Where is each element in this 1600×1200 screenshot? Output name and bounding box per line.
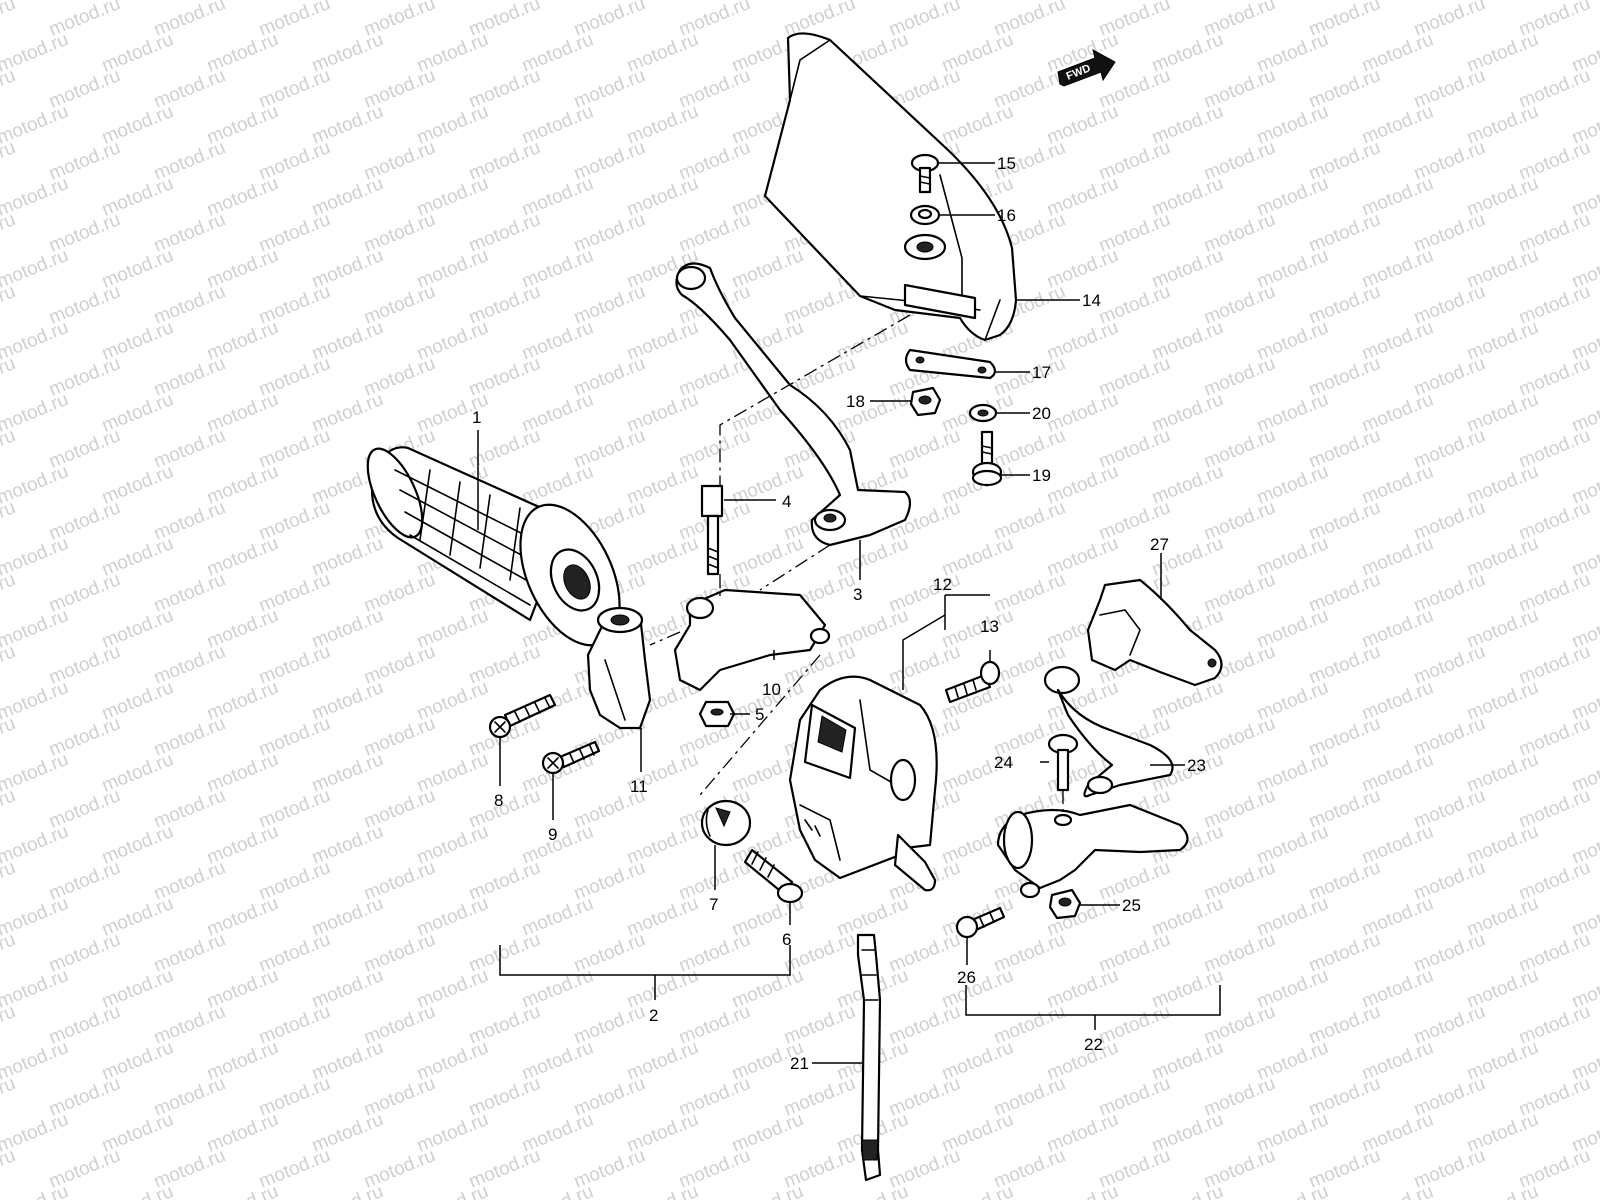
lever-perch [586,606,652,730]
watermark-text: motod.ru [0,785,18,833]
watermark-text: motod.ru [204,1181,281,1200]
callout-14: 14 [1082,291,1101,310]
watermark-text: motod.ru [0,1001,18,1049]
callout-23: 23 [1187,756,1206,775]
callout-17: 17 [1032,363,1051,382]
nut-18 [909,386,942,417]
callouts: 1 2 3 4 5 6 7 8 9 10 11 12 13 14 15 16 1… [472,154,1206,1073]
adjuster-screw-6 [743,848,804,904]
callout-10: 10 [762,680,781,699]
watermark-text: motod.ru [0,497,18,545]
lever-cover-27 [1086,578,1223,687]
callout-9: 9 [548,825,557,844]
callout-11: 11 [630,777,648,796]
watermark-text: motod.ru [1464,1181,1541,1200]
watermark-text: motod.ru [1569,1181,1600,1200]
leader-lines [477,162,1221,1064]
watermark-text: motod.ru [0,929,18,977]
brake-lever-23 [1043,665,1174,798]
watermark-text: motod.ru [0,1145,18,1193]
watermark-text: motod.ru [0,425,18,473]
pivot-bolt-24 [1047,733,1079,792]
watermark-text: motod.ru [0,353,18,401]
callout-8: 8 [494,791,503,810]
watermark-text: motod.ru [0,65,18,113]
callout-12: 12 [933,575,952,594]
callout-26: 26 [957,968,976,987]
watermark-text: motod.ru [0,1181,71,1200]
brake-perch [996,803,1189,899]
watermark-text: motod.ru [309,1181,386,1200]
watermark-text: motod.ru [0,281,18,329]
watermark-text: motod.ru [519,1181,596,1200]
callout-21: 21 [790,1054,809,1073]
watermark-text: motod.ru [939,1181,1016,1200]
watermark-text: motod.ru [0,137,18,185]
watermark-text: motod.ru [0,0,18,41]
callout-1: 1 [472,408,481,427]
watermark-text: motod.ru [1359,1181,1436,1200]
hand-guard [763,32,1018,342]
screw-26 [955,906,1006,939]
callout-15: 15 [997,154,1016,173]
screw-8 [488,693,557,739]
switch-housing [788,675,938,892]
nut-25 [1048,888,1082,920]
clutch-lever [675,262,912,547]
callout-19: 19 [1032,466,1051,485]
plate-17 [904,348,997,380]
watermark-text: motod.ru [414,1181,491,1200]
callout-24: 24 [994,753,1013,772]
callout-13: 13 [980,617,999,636]
watermark-text: motod.ru [0,1073,18,1121]
nut-5 [698,700,736,728]
callout-6: 6 [782,930,791,949]
callout-2: 2 [649,1006,658,1025]
watermark-text: motod.ru [1044,1181,1121,1200]
watermark-text: motod.ru [0,209,18,257]
watermark-text: motod.ru [624,1181,701,1200]
callout-18: 18 [846,392,865,411]
cable-tie-21 [856,933,882,1182]
pivot-bolt [700,484,724,576]
callout-16: 16 [997,206,1016,225]
watermark-text: motod.ru [0,857,18,905]
washer-20 [968,403,998,423]
callout-27: 27 [1150,535,1169,554]
bolt-13 [944,660,1001,704]
watermark-text: motod.ru [0,569,18,617]
clamp-ring-7 [700,799,752,847]
callout-22: 22 [1084,1035,1103,1054]
watermark-text: motod.ru [1254,1181,1331,1200]
bolt-19 [971,430,1003,487]
washer-16 [909,204,941,226]
callout-7: 7 [709,895,718,914]
callout-20: 20 [1032,404,1051,423]
watermark-text: motod.ru [834,1181,911,1200]
fwd-arrow: FWD [1057,49,1116,87]
perch-clamp [673,588,831,692]
callout-3: 3 [853,585,862,604]
watermark-text: motod.ru [0,641,18,689]
watermark-text: motod.ru [99,1181,176,1200]
callout-4: 4 [782,492,791,511]
watermark-text: motod.ru [1149,1181,1226,1200]
watermark-text: motod.ru [0,713,18,761]
handlebar-grip [366,446,621,647]
watermark-text: motod.ru [729,1181,806,1200]
callout-5: 5 [755,705,764,724]
callout-25: 25 [1122,896,1141,915]
